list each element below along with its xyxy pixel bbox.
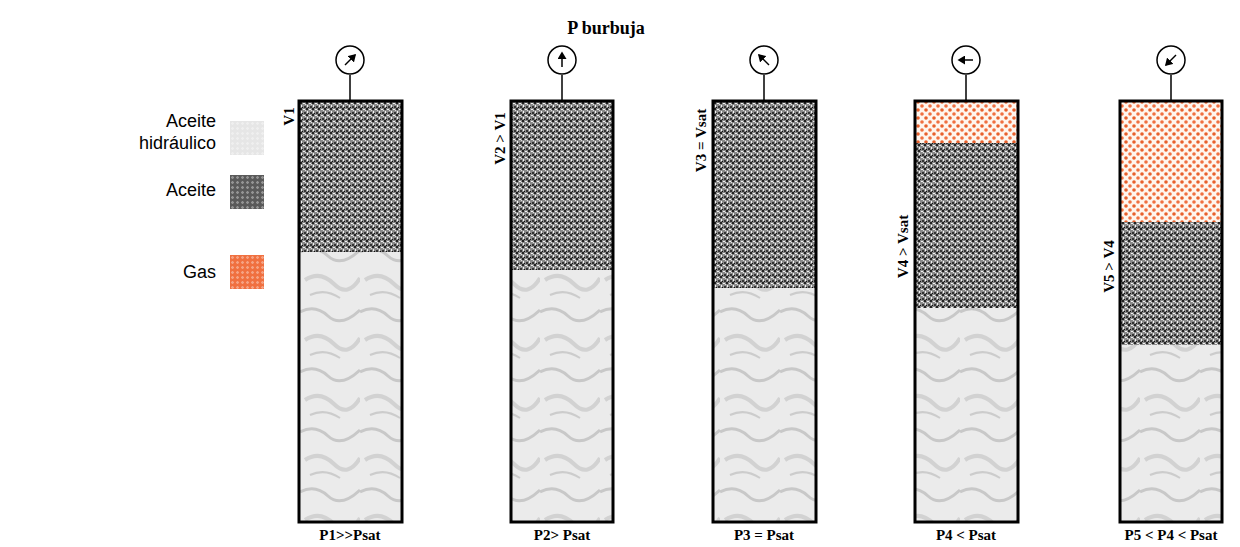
volume-label: V2 > V1 [491,112,508,164]
pressure-label: P2> Psat [534,527,590,544]
volume-label: V1 [281,107,298,125]
volume-label: V4 > Vsat [896,214,913,277]
pressure-label: P3 = Psat [734,527,794,544]
pressure-label: P5 < P4 < Psat [1125,527,1218,544]
tube [299,46,402,522]
volume-label: V3 = Vsat [694,108,711,171]
legend-label: Aceite hidráulico [96,110,216,155]
title: P burbuja [567,18,645,39]
tube [915,46,1018,522]
legend-label: Aceite [166,179,216,202]
legend-swatch [229,120,265,156]
tube [1120,46,1222,522]
tube [713,46,816,522]
pressure-label: P4 < Psat [936,527,996,544]
legend-label: Gas [183,261,216,284]
volume-label: V5 > V4 [1100,240,1117,292]
tube [511,46,613,522]
pressure-label: P1>>Psat [319,527,380,544]
legend-swatch [229,174,265,210]
legend-swatch [229,254,265,290]
